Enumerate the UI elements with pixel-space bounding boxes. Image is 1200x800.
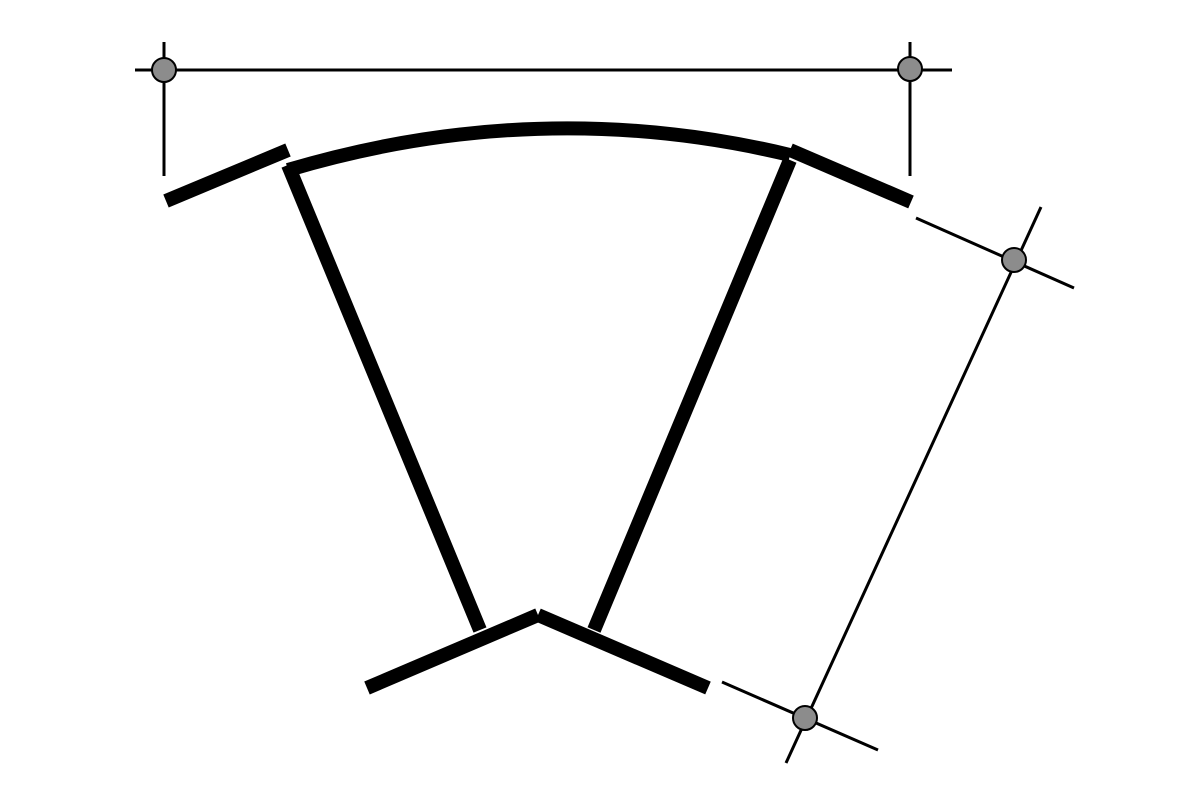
right-top-flange — [787, 143, 914, 209]
right-upper-extension-line — [915, 216, 1075, 290]
right-web — [587, 157, 797, 633]
dimension-node-icon — [151, 57, 177, 83]
segment-shape — [163, 121, 914, 695]
bottom-left-flange — [364, 608, 541, 695]
left-web — [281, 162, 487, 633]
right-slanted-dimension-line — [784, 206, 1043, 764]
dimension-nodes — [151, 56, 1027, 731]
dimension-node-icon — [1001, 247, 1027, 273]
outer-arc — [286, 121, 792, 177]
bottom-right-flange — [535, 608, 711, 695]
left-top-flange — [163, 143, 291, 208]
dimension-node-icon — [897, 56, 923, 82]
dimension-node-icon — [792, 705, 818, 731]
